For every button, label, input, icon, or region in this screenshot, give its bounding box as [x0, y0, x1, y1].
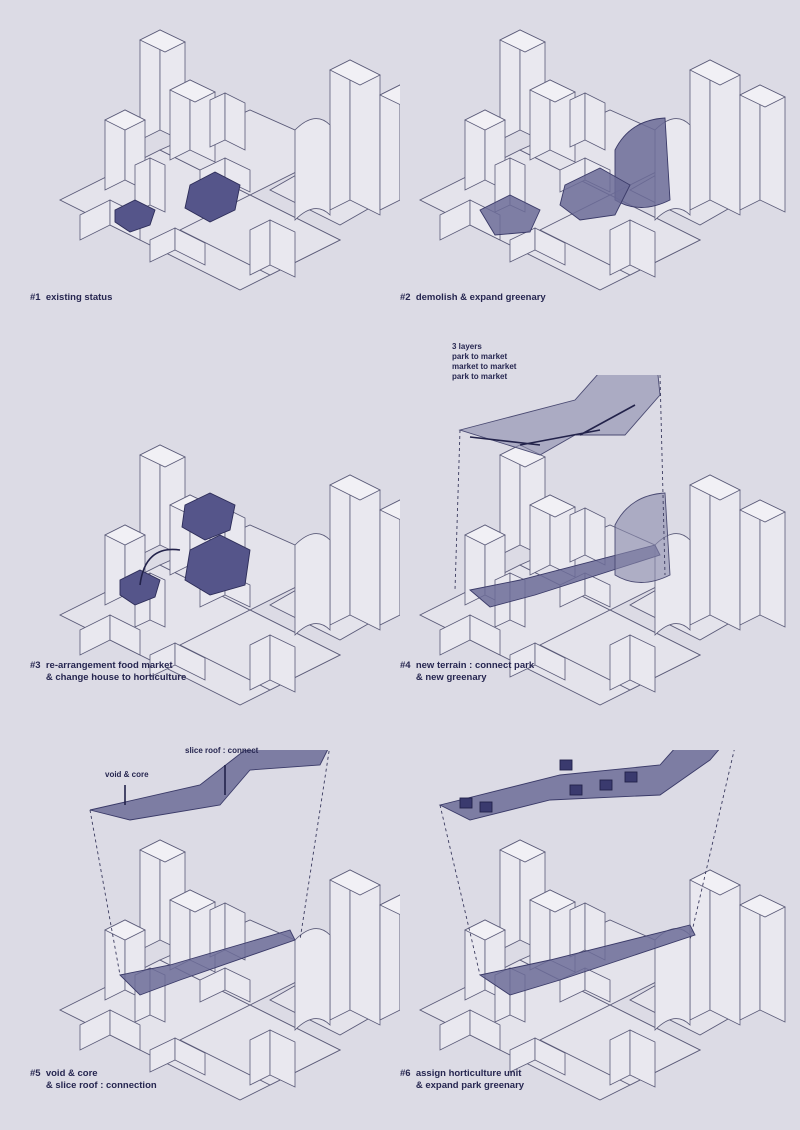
- layers-annotation: 3 layers park to market market to market…: [452, 342, 516, 382]
- horticulture-unit: [560, 760, 572, 770]
- park-greenery: [615, 493, 670, 583]
- city-diagram-4: [400, 375, 800, 750]
- panel-3-caption: #3 re-arrangement food market & change h…: [30, 660, 186, 684]
- panel-4-caption: #4 new terrain : connect park & new gree…: [400, 660, 534, 684]
- city-diagram-3: [0, 375, 400, 750]
- city-diagram-1: [0, 0, 400, 375]
- panel-2: #2 demolish & expand greenary: [400, 0, 800, 375]
- panel-4: 3 layers park to market market to market…: [400, 375, 800, 750]
- horticulture-unit: [460, 798, 472, 808]
- slice-roof-annotation: slice roof : connect: [185, 746, 258, 756]
- panel-1-caption: #1 existing status: [30, 292, 112, 304]
- panel-2-caption: #2 demolish & expand greenary: [400, 292, 546, 304]
- horticulture-unit: [480, 802, 492, 812]
- city-diagram-2: [400, 0, 800, 375]
- panel-6-caption: #6 assign horticulture unit & expand par…: [400, 1068, 524, 1092]
- horticulture-unit: [625, 772, 637, 782]
- panel-5: void & core slice roof : connect #5 void…: [0, 750, 400, 1125]
- horticulture-unit: [570, 785, 582, 795]
- upper-terrain: [460, 375, 660, 455]
- horticulture-unit: [600, 780, 612, 790]
- panel-5-caption: #5 void & core & slice roof : connection: [30, 1068, 157, 1092]
- panel-1: #1 existing status: [0, 0, 400, 375]
- void-core-annotation: void & core: [105, 770, 149, 780]
- panel-6: #6 assign horticulture unit & expand par…: [400, 750, 800, 1125]
- slice-roof: [90, 750, 330, 820]
- panel-3: #3 re-arrangement food market & change h…: [0, 375, 400, 750]
